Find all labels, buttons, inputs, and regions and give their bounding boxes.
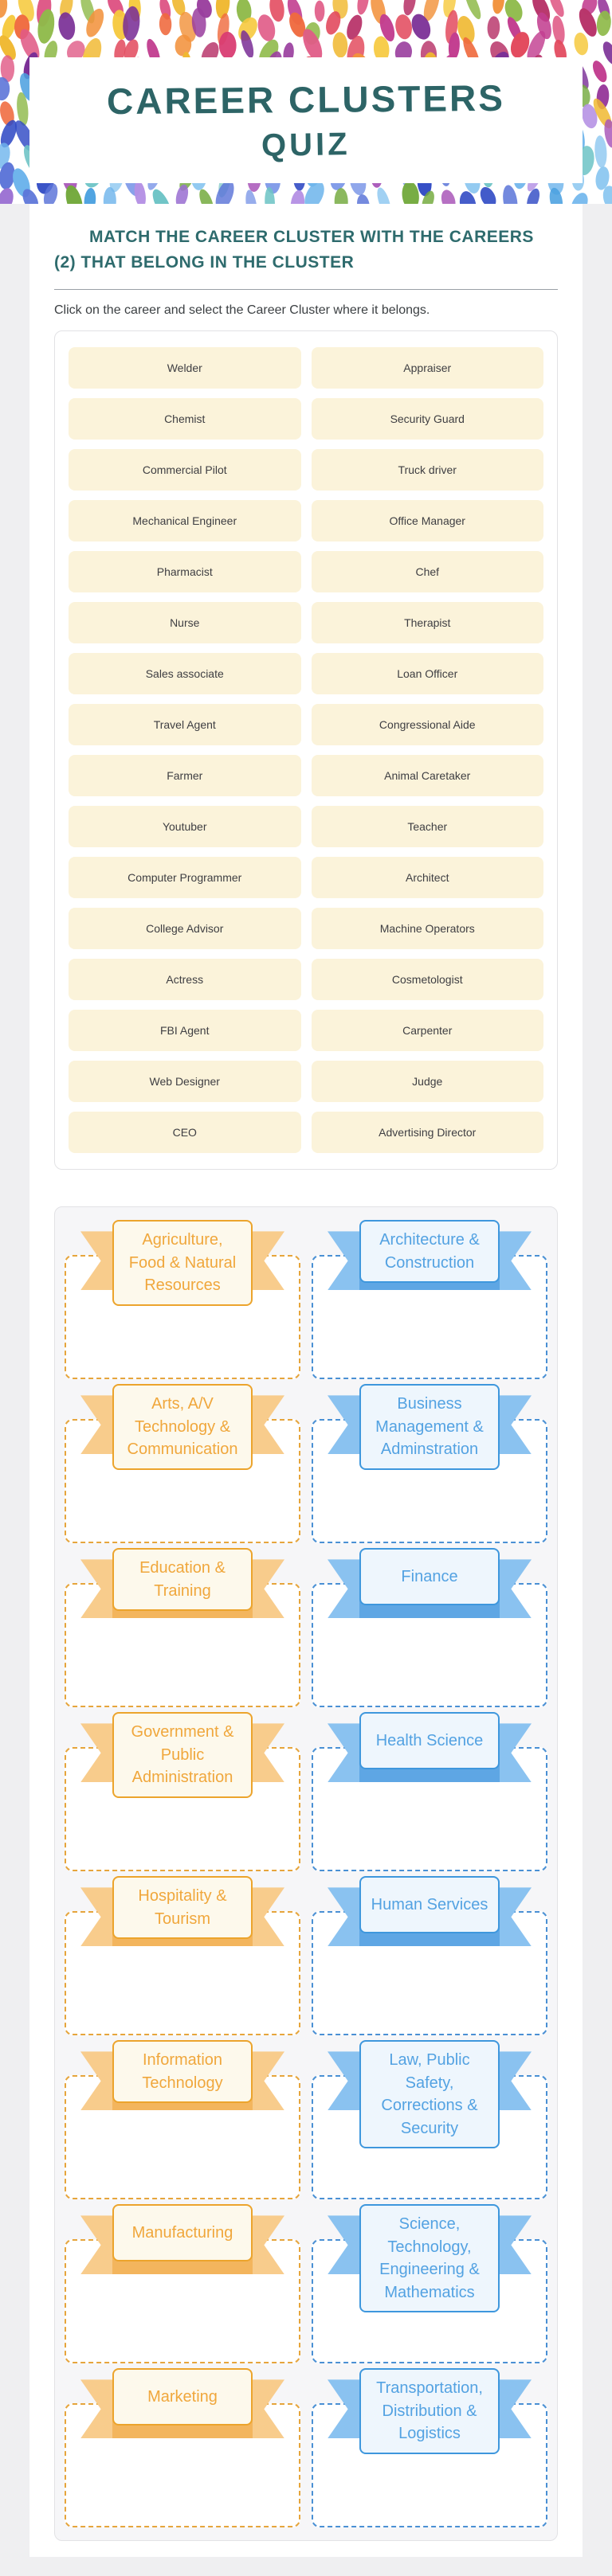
career-option-web-designer[interactable]: Web Designer — [69, 1061, 301, 1103]
career-option-sales-associate[interactable]: Sales associate — [69, 653, 301, 695]
cluster-cell-health-science: Health Science — [312, 1712, 547, 1872]
cluster-ribbon-law-public-safety-corrections-security: Law, Public Safety, Corrections & Securi… — [328, 2040, 532, 2148]
career-option-computer-programmer[interactable]: Computer Programmer — [69, 857, 301, 899]
cluster-label: Transportation, Distribution & Logistics — [359, 2368, 500, 2454]
cluster-cell-manufacturing: Manufacturing — [65, 2204, 300, 2364]
cluster-ribbon-government-public-administration: Government & Public Administration — [80, 1712, 284, 1798]
header-banner: CAREER CLUSTERS QUIZ — [0, 0, 612, 204]
career-option-loan-officer[interactable]: Loan Officer — [311, 653, 543, 695]
cluster-ribbon-science-technology-engineering-mathematics: Science, Technology, Engineering & Mathe… — [328, 2204, 532, 2312]
career-option-therapist[interactable]: Therapist — [311, 602, 543, 644]
career-option-pharmacist[interactable]: Pharmacist — [69, 551, 301, 593]
career-option-fbi-agent[interactable]: FBI Agent — [69, 1010, 301, 1052]
cluster-label: Information Technology — [112, 2040, 253, 2104]
cluster-cell-law-public-safety-corrections-security: Law, Public Safety, Corrections & Securi… — [312, 2040, 547, 2200]
cluster-ribbon-human-services: Human Services — [328, 1876, 532, 1947]
cluster-ribbon-finance: Finance — [328, 1548, 532, 1619]
career-option-office-manager[interactable]: Office Manager — [311, 500, 543, 542]
cluster-cell-government-public-administration: Government & Public Administration — [65, 1712, 300, 1872]
cluster-cell-architecture-construction: Architecture & Construction — [312, 1220, 547, 1380]
career-option-architect[interactable]: Architect — [311, 857, 543, 899]
career-option-animal-caretaker[interactable]: Animal Caretaker — [311, 755, 543, 797]
cluster-ribbon-marketing: Marketing — [80, 2368, 284, 2439]
cluster-cell-information-technology: Information Technology — [65, 2040, 300, 2200]
cluster-ribbon-health-science: Health Science — [328, 1712, 532, 1783]
cluster-label: Science, Technology, Engineering & Mathe… — [359, 2204, 500, 2312]
instructions-section: MATCH THE CAREER CLUSTER WITH THE CAREER… — [54, 204, 558, 330]
career-option-commercial-pilot[interactable]: Commercial Pilot — [69, 449, 301, 491]
cluster-label: Marketing — [112, 2368, 253, 2426]
career-option-youtuber[interactable]: Youtuber — [69, 806, 301, 848]
cluster-cell-transportation-distribution-logistics: Transportation, Distribution & Logistics — [312, 2368, 547, 2528]
cluster-label: Government & Public Administration — [112, 1712, 253, 1798]
question-heading: MATCH THE CAREER CLUSTER WITH THE CAREER… — [54, 228, 534, 272]
cluster-cell-marketing: Marketing — [65, 2368, 300, 2528]
career-option-mechanical-engineer[interactable]: Mechanical Engineer — [69, 500, 301, 542]
cluster-cell-hospitality-tourism: Hospitality & Tourism — [65, 1876, 300, 2036]
cluster-label: Finance — [359, 1548, 500, 1606]
page-title: CAREER CLUSTERS — [106, 76, 506, 122]
career-option-farmer[interactable]: Farmer — [69, 755, 301, 797]
cluster-label: Architecture & Construction — [359, 1220, 500, 1284]
cluster-label: Agriculture, Food & Natural Resources — [112, 1220, 253, 1306]
cluster-label: Health Science — [359, 1712, 500, 1770]
career-option-advertising-director[interactable]: Advertising Director — [311, 1112, 543, 1154]
cluster-label: Human Services — [359, 1876, 500, 1934]
career-option-carpenter[interactable]: Carpenter — [311, 1010, 543, 1052]
career-option-congressional-aide[interactable]: Congressional Aide — [311, 704, 543, 746]
career-option-chef[interactable]: Chef — [311, 551, 543, 593]
career-option-teacher[interactable]: Teacher — [311, 806, 543, 848]
content-column: MATCH THE CAREER CLUSTER WITH THE CAREER… — [29, 204, 583, 2558]
career-option-college-advisor[interactable]: College Advisor — [69, 908, 301, 950]
career-option-actress[interactable]: Actress — [69, 959, 301, 1001]
cluster-cell-human-services: Human Services — [312, 1876, 547, 2036]
cluster-cell-business-management-adminstration: Business Management & Adminstration — [312, 1384, 547, 1544]
career-option-chemist[interactable]: Chemist — [69, 398, 301, 440]
cluster-ribbon-education-training: Education & Training — [80, 1548, 284, 1619]
cluster-cell-education-training: Education & Training — [65, 1548, 300, 1708]
cluster-cell-finance: Finance — [312, 1548, 547, 1708]
cluster-cell-arts-a-v-technology-communication: Arts, A/V Technology & Communication — [65, 1384, 300, 1544]
cluster-ribbon-manufacturing: Manufacturing — [80, 2204, 284, 2275]
career-option-nurse[interactable]: Nurse — [69, 602, 301, 644]
cluster-ribbon-architecture-construction: Architecture & Construction — [328, 1220, 532, 1291]
divider — [54, 289, 558, 290]
career-option-travel-agent[interactable]: Travel Agent — [69, 704, 301, 746]
clusters-card: Agriculture, Food & Natural Resources Arc… — [54, 1206, 558, 2542]
footer-spacer — [0, 2557, 612, 2576]
page-title-quiz: QUIZ — [261, 126, 351, 163]
cluster-ribbon-business-management-adminstration: Business Management & Adminstration — [328, 1384, 532, 1470]
cluster-label: Education & Training — [112, 1548, 253, 1612]
career-option-ceo[interactable]: CEO — [69, 1112, 301, 1154]
career-option-cosmetologist[interactable]: Cosmetologist — [311, 959, 543, 1001]
cluster-ribbon-information-technology: Information Technology — [80, 2040, 284, 2111]
cluster-label: Manufacturing — [112, 2204, 253, 2262]
career-option-appraiser[interactable]: Appraiser — [311, 347, 543, 389]
career-option-welder[interactable]: Welder — [69, 347, 301, 389]
cluster-label: Law, Public Safety, Corrections & Securi… — [359, 2040, 500, 2148]
career-option-security-guard[interactable]: Security Guard — [311, 398, 543, 440]
clusters-grid: Agriculture, Food & Natural Resources Arc… — [65, 1220, 547, 2528]
cluster-label: Business Management & Adminstration — [359, 1384, 500, 1470]
career-option-judge[interactable]: Judge — [311, 1061, 543, 1103]
instructions-text: Click on the career and select the Caree… — [54, 303, 430, 317]
title-card: CAREER CLUSTERS QUIZ — [29, 57, 583, 183]
cluster-cell-agriculture-food-natural-resources: Agriculture, Food & Natural Resources — [65, 1220, 300, 1380]
cluster-cell-science-technology-engineering-mathematics: Science, Technology, Engineering & Mathe… — [312, 2204, 547, 2364]
career-option-machine-operators[interactable]: Machine Operators — [311, 908, 543, 950]
cluster-ribbon-agriculture-food-natural-resources: Agriculture, Food & Natural Resources — [80, 1220, 284, 1306]
cluster-label: Hospitality & Tourism — [112, 1876, 253, 1940]
cluster-ribbon-hospitality-tourism: Hospitality & Tourism — [80, 1876, 284, 1947]
cluster-label: Arts, A/V Technology & Communication — [112, 1384, 253, 1470]
cluster-ribbon-arts-a-v-technology-communication: Arts, A/V Technology & Communication — [80, 1384, 284, 1470]
cluster-ribbon-transportation-distribution-logistics: Transportation, Distribution & Logistics — [328, 2368, 532, 2454]
career-option-truck-driver[interactable]: Truck driver — [311, 449, 543, 491]
